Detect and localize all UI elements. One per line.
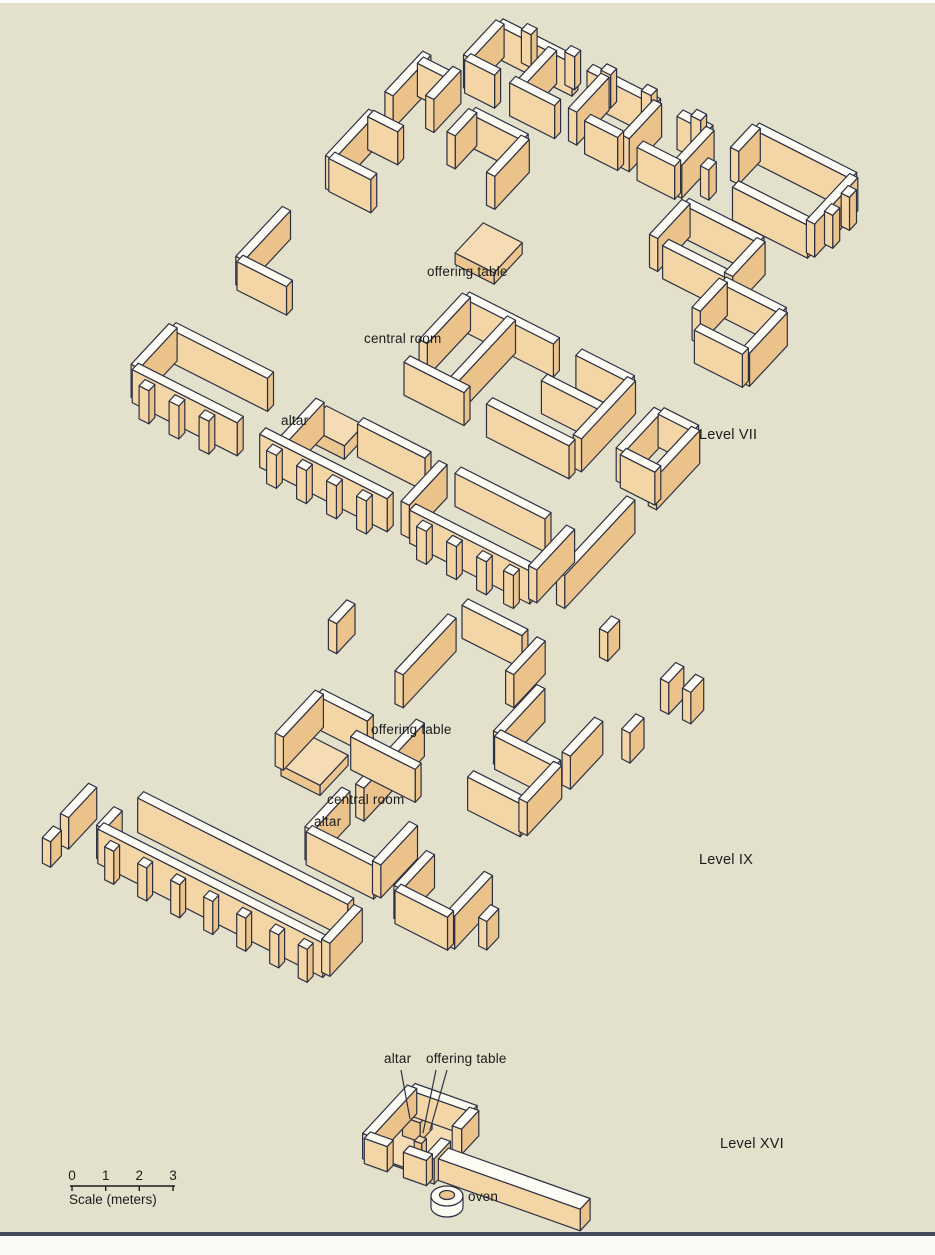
leader-lines <box>400 1069 448 1134</box>
page-top-edge <box>0 0 935 3</box>
offering-table-leader-line-1 <box>422 1069 437 1134</box>
level-ix-structure <box>41 598 705 984</box>
label-level7-title: Level VII <box>699 427 758 443</box>
label-level9-title: Level IX <box>699 852 753 868</box>
level-xvi-structure <box>362 1082 591 1232</box>
label-level16-oven: oven <box>468 1189 499 1204</box>
label-level9-offering-table: offering table <box>371 722 452 737</box>
scale-number-1: 1 <box>102 1168 110 1183</box>
label-level7-central-room: central room <box>364 331 442 346</box>
level-vii-structure <box>130 18 859 610</box>
scale-bar: 0 1 2 3 Scale (meters) <box>68 1168 177 1207</box>
page-bottom-edge <box>0 1236 935 1255</box>
scale-number-2: 2 <box>136 1168 144 1183</box>
label-level16-title: Level XVI <box>720 1136 784 1152</box>
scale-number-3: 3 <box>169 1168 177 1183</box>
scale-number-0: 0 <box>68 1168 76 1183</box>
label-level7-offering-table: offering table <box>427 264 508 279</box>
scale-caption: Scale (meters) <box>69 1192 157 1207</box>
offering-table-leader-line-2 <box>429 1069 448 1131</box>
label-level9-altar: altar <box>314 814 342 829</box>
label-level16-altar: altar <box>384 1051 412 1066</box>
oven-icon <box>430 1185 464 1218</box>
label-level16-offering-table: offering table <box>426 1051 507 1066</box>
page-bottom-rule <box>0 1232 935 1236</box>
label-level9-central-room: central room <box>327 792 405 807</box>
altar-leader-line <box>400 1069 411 1120</box>
label-level7-altar: altar <box>281 413 309 428</box>
